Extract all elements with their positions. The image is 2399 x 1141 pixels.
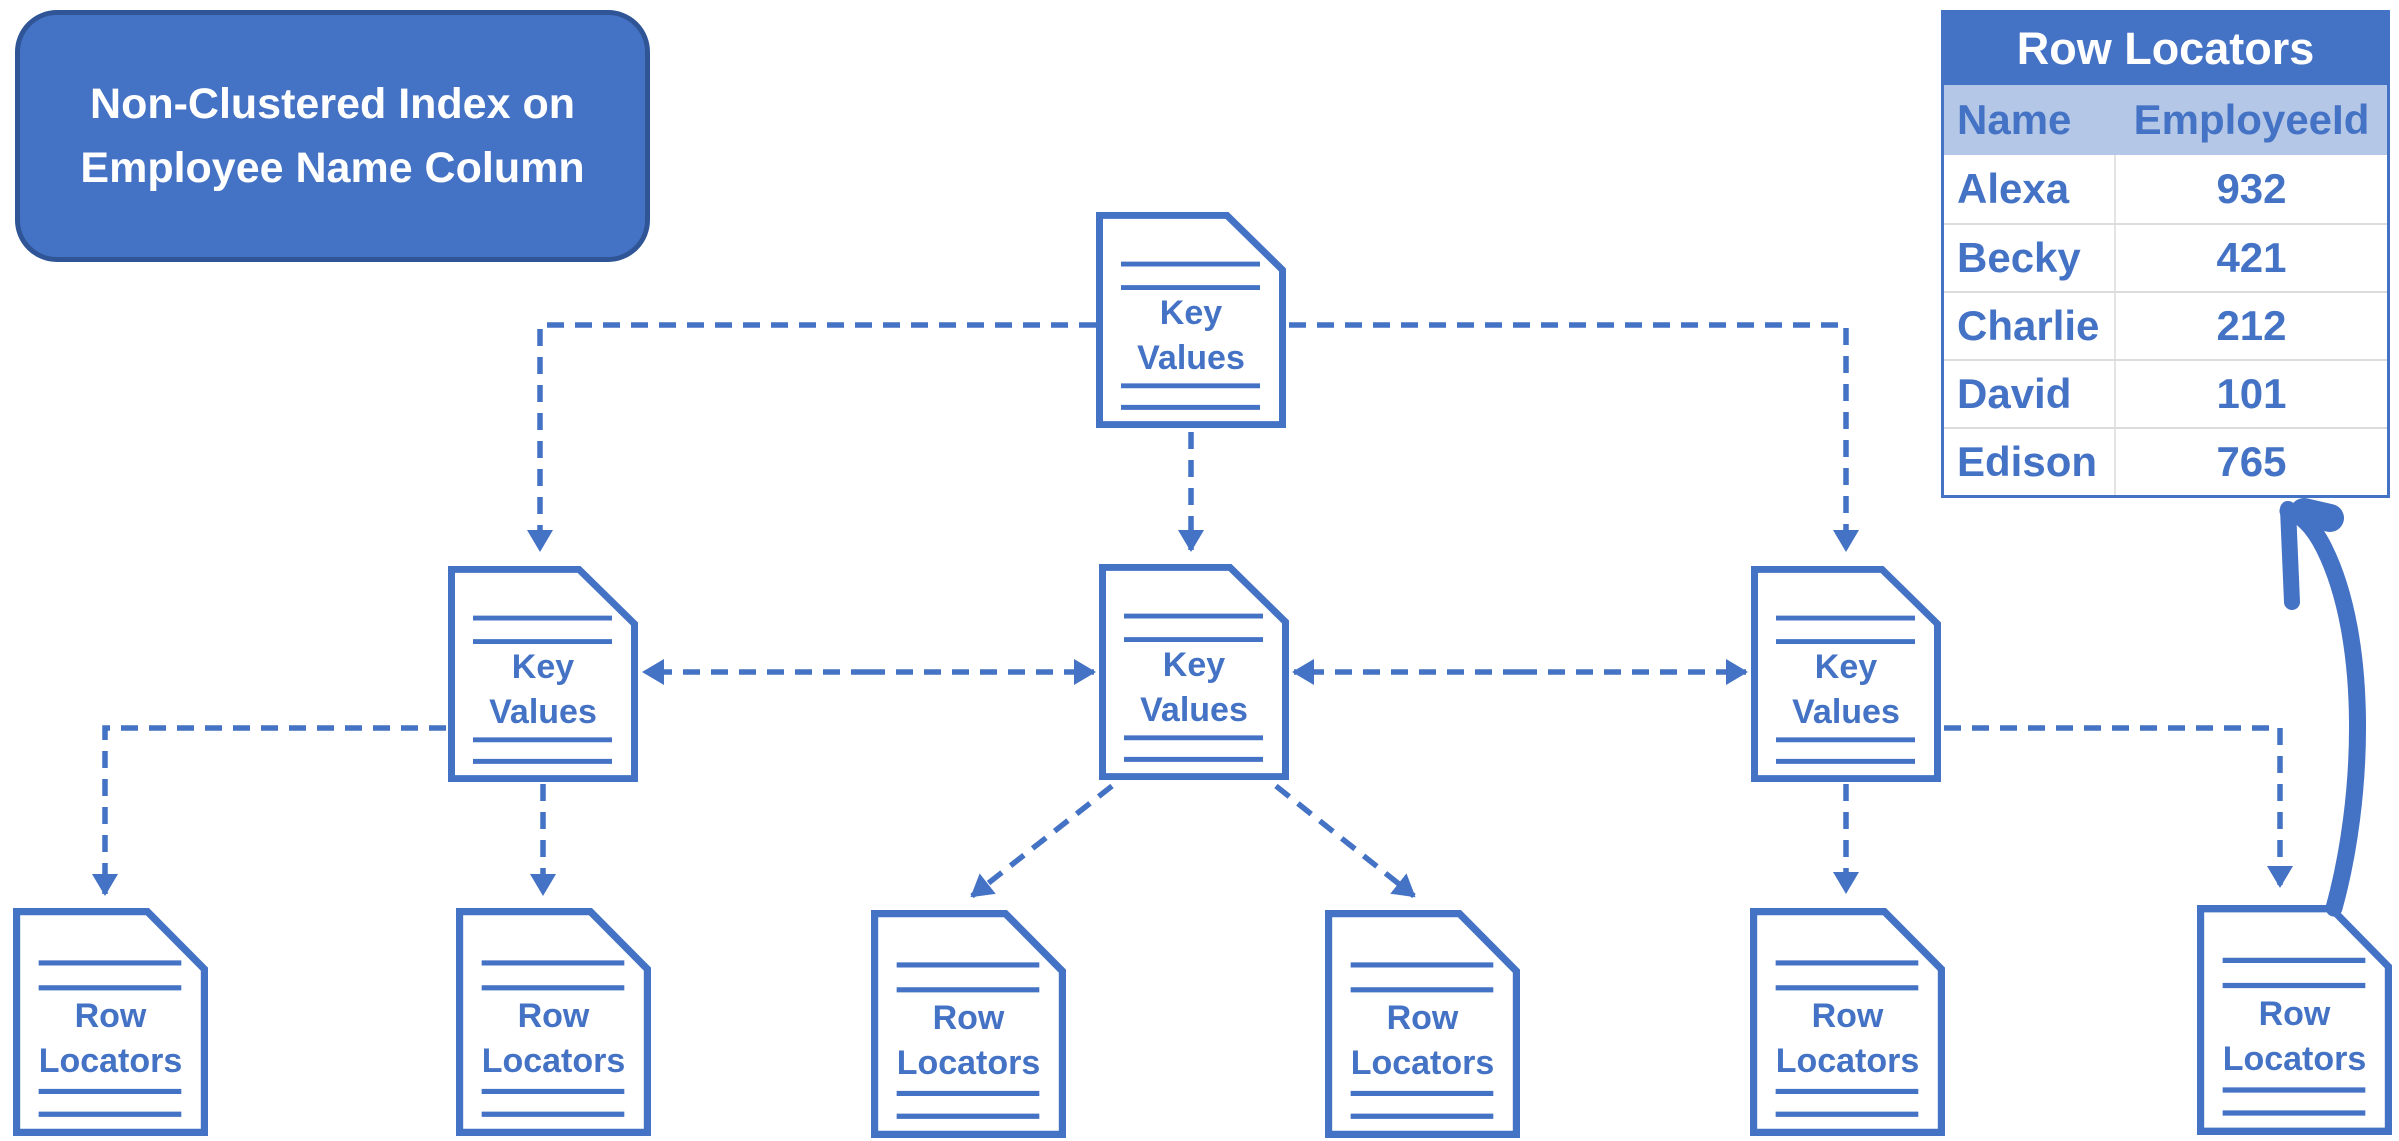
connector-internal-center-to-leaf-3 xyxy=(970,783,1114,899)
name-cell: Edison xyxy=(1944,429,2116,495)
node-label: Row Locators xyxy=(1775,997,1920,1081)
table-row: Alexa 932 xyxy=(1944,155,2387,223)
node-label: Row Locators xyxy=(2222,995,2367,1079)
employee-id-cell: 932 xyxy=(2216,165,2287,212)
curved-arrow-leaf-to-table xyxy=(2279,498,2366,917)
name-cell: Charlie xyxy=(1944,293,2116,359)
diagram-title-line1: Non-Clustered Index on xyxy=(90,80,575,128)
name-cell: Becky xyxy=(1944,225,2116,291)
document-text-lines xyxy=(481,960,625,1117)
name-cell: Alexa xyxy=(1944,155,2116,223)
node-label: Key Values xyxy=(1792,648,1900,732)
employee-id-cell: 101 xyxy=(2216,370,2287,417)
connector-root-to-internal-right xyxy=(1289,322,1859,552)
employee-id-cell: 212 xyxy=(2216,302,2287,349)
document-text-lines xyxy=(38,960,182,1117)
document-icon xyxy=(1096,212,1286,428)
document-text-lines xyxy=(1121,261,1260,410)
document-icon xyxy=(456,908,651,1136)
table-row: David 101 xyxy=(1944,359,2387,427)
table-row: Becky 421 xyxy=(1944,223,2387,291)
column-header-employeeid: EmployeeId xyxy=(2133,96,2370,143)
employee-id-cell: 421 xyxy=(2216,234,2287,281)
table-title: Row Locators xyxy=(1944,13,2387,85)
node-label: Row Locators xyxy=(481,997,626,1081)
document-node-internal-right: Key Values xyxy=(1751,566,1941,782)
document-node-internal-left: Key Values xyxy=(448,566,638,782)
table-row: Charlie 212 xyxy=(1944,291,2387,359)
document-node-leaf-6: Row Locators xyxy=(2197,905,2392,1135)
diagram-title-box: Non-Clustered Index on Employee Name Col… xyxy=(15,10,650,262)
document-text-lines xyxy=(1124,613,1263,762)
document-text-lines xyxy=(1350,962,1494,1119)
document-icon xyxy=(1751,566,1941,782)
node-label: Row Locators xyxy=(38,997,183,1081)
document-node-leaf-4: Row Locators xyxy=(1325,910,1520,1138)
curved-arrow-head-barb xyxy=(2280,501,2300,610)
document-text-lines xyxy=(1775,960,1919,1117)
document-node-leaf-5: Row Locators xyxy=(1750,908,1945,1136)
node-label: Row Locators xyxy=(1350,999,1495,1083)
curved-arrow-head-blob xyxy=(2290,498,2344,532)
document-node-leaf-2: Row Locators xyxy=(456,908,651,1136)
name-cell: David xyxy=(1944,361,2116,427)
employee-id-cell: 765 xyxy=(2216,438,2287,485)
document-text-lines xyxy=(896,962,1040,1119)
document-icon xyxy=(13,908,208,1136)
node-label: Key Values xyxy=(489,648,597,732)
document-icon xyxy=(1099,564,1289,780)
node-label: Row Locators xyxy=(896,999,1041,1083)
connector-internal-center-to-leaf-4 xyxy=(1274,783,1416,899)
table-row: Edison 765 xyxy=(1944,427,2387,495)
document-node-root: Key Values xyxy=(1096,212,1286,428)
document-icon xyxy=(448,566,638,782)
connector-root-to-internal-left xyxy=(527,322,1096,552)
column-header-name: Name xyxy=(1957,96,2072,143)
document-icon xyxy=(1750,908,1945,1136)
document-text-lines xyxy=(2222,957,2366,1116)
table-header-row: Name EmployeeId xyxy=(1944,85,2387,155)
connector-internal-left-to-leaf-1 xyxy=(92,725,446,896)
connector-internal-right-to-leaf-6 xyxy=(1944,725,2293,888)
document-icon xyxy=(1325,910,1520,1138)
row-locators-table: Row Locators Name EmployeeId Alexa 932 B… xyxy=(1941,10,2390,498)
document-node-leaf-1: Row Locators xyxy=(13,908,208,1136)
document-text-lines xyxy=(473,615,612,764)
curved-arrow-body xyxy=(2279,502,2366,917)
diagram-title-line2: Employee Name Column xyxy=(80,144,585,192)
document-node-internal-center: Key Values xyxy=(1099,564,1289,780)
node-label: Key Values xyxy=(1137,294,1245,378)
document-text-lines xyxy=(1776,615,1915,764)
document-icon xyxy=(871,910,1066,1138)
document-node-leaf-3: Row Locators xyxy=(871,910,1066,1138)
node-label: Key Values xyxy=(1140,646,1248,730)
